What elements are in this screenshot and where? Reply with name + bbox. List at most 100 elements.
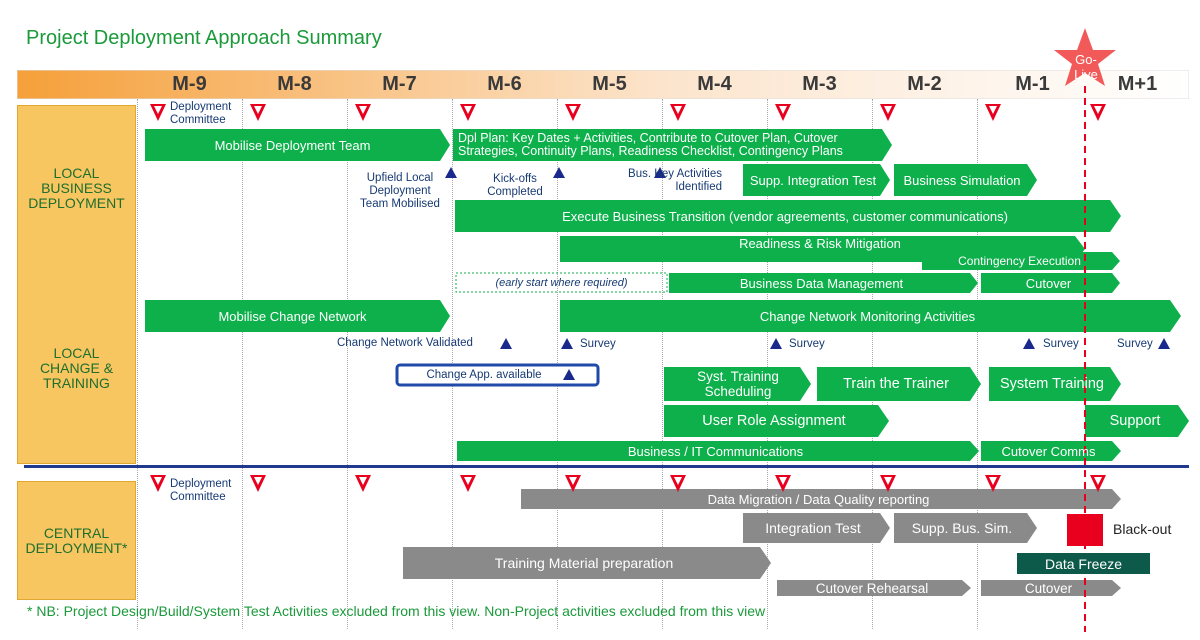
month-m1: M-1 <box>1015 73 1050 95</box>
bar-support: Support <box>1109 413 1161 429</box>
label-deployment-committee: Deployment Committee <box>170 101 232 126</box>
lane-local-change: LOCAL CHANGE & TRAINING <box>39 345 114 391</box>
milestone-marker-icon <box>1090 104 1106 121</box>
grid-line <box>347 99 348 629</box>
change-app-box <box>395 363 600 387</box>
milestone-marker-icon <box>670 475 686 492</box>
milestone-marker-icon <box>565 104 581 121</box>
month-m7: M-7 <box>382 73 417 95</box>
milestone-marker-icon <box>355 104 371 121</box>
arrow-change-monitoring <box>560 300 1181 332</box>
bar-system-training: System Training <box>1000 376 1104 392</box>
bar-training-material: Training Material preparation <box>494 555 674 571</box>
grid-line <box>977 99 978 629</box>
bar-contingency: Contingency Execution <box>958 254 1081 268</box>
arrow-execute-transition <box>455 200 1121 232</box>
lane-local-business-bg <box>17 105 136 464</box>
bar-supp-bus-sim: Supp. Bus. Sim. <box>911 520 1013 536</box>
data-freeze-box <box>1017 553 1150 574</box>
bar-cutover-local: Cutover <box>1025 275 1072 291</box>
label-survey: Survey <box>1043 338 1079 350</box>
early-start-box <box>455 272 668 293</box>
milestone-marker-icon <box>150 475 166 492</box>
bar-readiness: Readiness & Risk Mitigation <box>739 236 901 251</box>
month-m9: M-9 <box>172 73 207 95</box>
triangle-marker-icon <box>500 338 512 349</box>
grid-line <box>137 99 138 629</box>
milestone-marker-icon <box>775 104 791 121</box>
milestone-marker-icon <box>250 475 266 492</box>
bar-mobilise-change: Mobilise Change Network <box>218 308 367 324</box>
blackout-square-icon <box>1067 514 1103 546</box>
month-m8: M-8 <box>277 73 312 95</box>
arrow-user-role <box>664 405 889 437</box>
bar-cutover-central: Cutover <box>1024 580 1073 596</box>
label-change-validated: Change Network Validated <box>337 337 473 349</box>
milestone-marker-icon <box>880 104 896 121</box>
milestone-marker-icon <box>670 104 686 121</box>
bar-business-data: Business Data Management <box>739 275 904 291</box>
bar-mobilise-deploy: Mobilise Deployment Team <box>214 137 371 153</box>
bar-supp-integration: Supp. Integration Test <box>749 172 877 188</box>
bar-dpl-plan: Dpl Plan: Key Dates + Activities, Contri… <box>458 131 843 158</box>
bar-change-monitoring: Change Network Monitoring Activities <box>759 308 976 324</box>
triangle-marker-icon <box>553 167 565 178</box>
lane-central: CENTRAL DEPLOYMENT* <box>17 481 136 600</box>
lane-local-business: LOCAL BUSINESS DEPLOYMENT <box>28 165 125 211</box>
data-freeze-label: Data Freeze <box>1044 555 1123 572</box>
milestone-marker-icon <box>460 475 476 492</box>
grid-line <box>662 99 663 629</box>
bar-integration-test: Integration Test <box>765 520 861 536</box>
month-m3: M-3 <box>802 73 837 95</box>
arrow-system-training <box>989 367 1121 401</box>
arrow-supp-bus-sim <box>894 513 1037 543</box>
triangle-marker-icon <box>561 338 573 349</box>
arrow-business-data <box>669 273 978 293</box>
triangle-marker-icon <box>563 369 575 380</box>
arrow-mobilise-deploy <box>145 129 450 161</box>
label-kickoffs: Kick-offs Completed <box>487 173 543 198</box>
footnote: * NB: Project Design/Build/System Test A… <box>27 603 766 619</box>
arrow-supp-integration <box>743 164 890 196</box>
bar-business-it: Business / IT Communications <box>627 443 804 459</box>
arrow-support <box>1085 405 1189 437</box>
timeline-header-bar <box>17 70 1189 99</box>
month-mplus1: M+1 <box>1117 73 1158 95</box>
arrow-business-sim <box>894 164 1037 196</box>
page-title: Project Deployment Approach Summary <box>26 27 382 49</box>
bar-user-role: User Role Assignment <box>702 413 846 429</box>
label-deployment-committee: Deployment Committee <box>170 478 232 503</box>
bar-data-migration: Data Migration / Data Quality reporting <box>707 491 930 507</box>
month-m2: M-2 <box>907 73 942 95</box>
milestone-marker-icon <box>880 475 896 492</box>
bar-syst-training: Syst. Training Scheduling <box>697 369 779 399</box>
milestone-marker-icon <box>460 104 476 121</box>
arrow-syst-training <box>664 367 811 401</box>
arrow-train-trainer <box>817 367 981 401</box>
milestone-marker-icon <box>355 475 371 492</box>
month-m4: M-4 <box>697 73 732 95</box>
month-m6: M-6 <box>487 73 522 95</box>
grid-line <box>242 99 243 629</box>
label-upfield: Upfield Local Deployment Team Mobilised <box>360 172 440 210</box>
triangle-marker-icon <box>1158 338 1170 349</box>
triangle-marker-icon <box>654 167 666 178</box>
arrow-mobilise-change <box>145 300 450 332</box>
arrow-contingency <box>922 252 1120 270</box>
golive-star-icon <box>1054 28 1116 86</box>
arrow-dpl-plan <box>453 129 892 161</box>
triangle-marker-icon <box>445 167 457 178</box>
arrow-training-material <box>403 547 771 579</box>
label-survey: Survey <box>1117 338 1153 350</box>
arrow-integration-test <box>743 513 890 543</box>
label-survey: Survey <box>580 338 616 350</box>
bar-cutover-rehearsal: Cutover Rehearsal <box>815 580 929 596</box>
arrow-cutover-rehearsal <box>777 580 971 596</box>
milestone-marker-icon <box>250 104 266 121</box>
grid-line <box>872 99 873 629</box>
bar-train-trainer: Train the Trainer <box>843 376 949 392</box>
milestone-marker-icon <box>565 475 581 492</box>
arrow-data-migration <box>521 489 1121 509</box>
milestone-marker-icon <box>985 475 1001 492</box>
